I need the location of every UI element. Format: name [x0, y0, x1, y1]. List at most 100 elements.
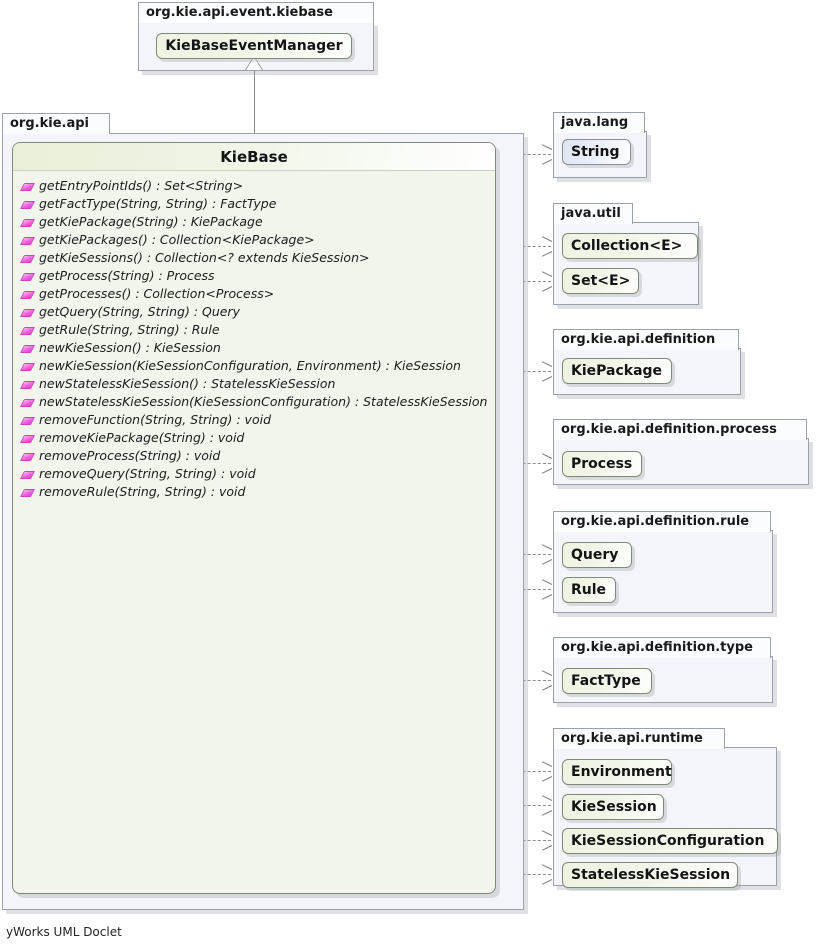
class-member-row[interactable]: getRule(String, String) : Rule — [13, 321, 495, 339]
class-member-label: newKieSession() : KieSession — [39, 340, 221, 355]
class-members-list: getEntryPointIds() : Set<String>getFactT… — [13, 171, 495, 505]
method-diamond-icon — [21, 234, 34, 247]
dependency-line — [497, 874, 551, 875]
open-arrow-icon — [541, 149, 551, 160]
dependency-line — [497, 463, 551, 464]
class-member-row[interactable]: removeRule(String, String) : void — [13, 483, 495, 501]
class-member-label: getRule(String, String) : Rule — [39, 322, 220, 337]
method-diamond-icon — [21, 396, 34, 409]
dependency-line — [497, 246, 551, 247]
method-diamond-icon — [21, 252, 34, 265]
node-kiepackage[interactable]: KiePackage — [562, 358, 672, 384]
hollow-triangle-icon — [246, 57, 262, 70]
class-member-row[interactable]: removeProcess(String) : void — [13, 447, 495, 465]
open-arrow-icon — [541, 366, 551, 377]
class-member-label: removeQuery(String, String) : void — [39, 466, 256, 481]
open-arrow-icon — [541, 869, 551, 880]
class-member-row[interactable]: getQuery(String, String) : Query — [13, 303, 495, 321]
method-diamond-icon — [21, 450, 34, 463]
open-arrow-icon — [541, 549, 551, 560]
class-member-row[interactable]: getEntryPointIds() : Set<String> — [13, 177, 495, 195]
open-arrow-icon — [541, 800, 551, 811]
method-diamond-icon — [21, 378, 34, 391]
package-label-org-kie-api-definition-rule: org.kie.api.definition.rule — [553, 511, 771, 532]
class-title-kiebase: KieBase — [13, 143, 495, 171]
class-member-label: newKieSession(KieSessionConfiguration, E… — [39, 358, 461, 373]
node-sete[interactable]: Set<E> — [562, 268, 639, 294]
class-member-label: removeRule(String, String) : void — [39, 484, 246, 499]
method-diamond-icon — [21, 198, 34, 211]
method-diamond-icon — [21, 216, 34, 229]
package-label-org-kie-api-definition-type: org.kie.api.definition.type — [553, 637, 771, 658]
package-label-java-lang: java.lang — [553, 112, 645, 133]
open-arrow-icon — [541, 241, 551, 252]
package-label-org-kie-api-runtime: org.kie.api.runtime — [553, 728, 725, 749]
node-kiebaseeventmanager[interactable]: KieBaseEventManager — [156, 33, 352, 59]
method-diamond-icon — [21, 270, 34, 283]
class-box-kiebase[interactable]: KieBase getEntryPointIds() : Set<String>… — [12, 142, 496, 894]
method-diamond-icon — [21, 342, 34, 355]
method-diamond-icon — [21, 306, 34, 319]
class-member-row[interactable]: removeQuery(String, String) : void — [13, 465, 495, 483]
class-member-row[interactable]: newKieSession(KieSessionConfiguration, E… — [13, 357, 495, 375]
class-member-row[interactable]: newStatelessKieSession() : StatelessKieS… — [13, 375, 495, 393]
class-member-label: newStatelessKieSession() : StatelessKieS… — [39, 376, 336, 391]
dependency-line — [497, 805, 551, 806]
class-member-label: getKiePackages() : Collection<KiePackage… — [39, 232, 315, 247]
method-diamond-icon — [21, 324, 34, 337]
open-arrow-icon — [541, 766, 551, 777]
open-arrow-icon — [541, 276, 551, 287]
node-query[interactable]: Query — [562, 542, 632, 568]
method-diamond-icon — [21, 414, 34, 427]
method-diamond-icon — [21, 288, 34, 301]
dependency-line — [497, 680, 551, 681]
dependency-line — [497, 589, 551, 590]
class-member-row[interactable]: newStatelessKieSession(KieSessionConfigu… — [13, 393, 495, 411]
class-member-row[interactable]: newKieSession() : KieSession — [13, 339, 495, 357]
class-member-label: getKieSessions() : Collection<? extends … — [39, 250, 370, 265]
class-member-label: getProcess(String) : Process — [39, 268, 215, 283]
dependency-line — [497, 371, 551, 372]
node-process[interactable]: Process — [562, 451, 642, 477]
class-member-label: removeKiePackage(String) : void — [39, 430, 245, 445]
class-member-row[interactable]: getKiePackage(String) : KiePackage — [13, 213, 495, 231]
open-arrow-icon — [541, 458, 551, 469]
dependency-line — [497, 154, 551, 155]
package-label-org-kie-api: org.kie.api — [2, 113, 110, 134]
class-member-row[interactable]: removeKiePackage(String) : void — [13, 429, 495, 447]
package-label-event-kiebase: org.kie.api.event.kiebase — [138, 2, 374, 23]
node-string[interactable]: String — [562, 139, 631, 165]
package-label-org-kie-api-definition: org.kie.api.definition — [553, 329, 739, 350]
class-member-row[interactable]: getKiePackages() : Collection<KiePackage… — [13, 231, 495, 249]
node-statelesskiesession[interactable]: StatelessKieSession — [562, 862, 738, 888]
package-label-org-kie-api-definition-process: org.kie.api.definition.process — [553, 419, 807, 440]
class-member-label: getProcesses() : Collection<Process> — [39, 286, 275, 301]
method-diamond-icon — [21, 486, 34, 499]
class-member-row[interactable]: getKieSessions() : Collection<? extends … — [13, 249, 495, 267]
method-diamond-icon — [21, 180, 34, 193]
class-member-label: getFactType(String, String) : FactType — [39, 196, 277, 211]
class-member-row[interactable]: getProcesses() : Collection<Process> — [13, 285, 495, 303]
node-environment[interactable]: Environment — [562, 759, 672, 785]
class-member-row[interactable]: getFactType(String, String) : FactType — [13, 195, 495, 213]
node-facttype[interactable]: FactType — [562, 668, 652, 694]
dependency-line — [497, 840, 551, 841]
generalization-line — [254, 70, 255, 142]
class-member-label: getQuery(String, String) : Query — [39, 304, 240, 319]
node-kiesession[interactable]: KieSession — [562, 794, 664, 820]
diagram-footer-label: yWorks UML Doclet — [6, 925, 122, 939]
class-member-row[interactable]: removeFunction(String, String) : void — [13, 411, 495, 429]
node-rule[interactable]: Rule — [562, 577, 616, 603]
class-member-label: removeFunction(String, String) : void — [39, 412, 272, 427]
node-kiesessionconfiguration[interactable]: KieSessionConfiguration — [562, 828, 778, 854]
node-collectione[interactable]: Collection<E> — [562, 233, 698, 259]
class-member-label: getKiePackage(String) : KiePackage — [39, 214, 263, 229]
class-member-label: newStatelessKieSession(KieSessionConfigu… — [39, 394, 488, 409]
class-member-row[interactable]: getProcess(String) : Process — [13, 267, 495, 285]
open-arrow-icon — [541, 835, 551, 846]
open-arrow-icon — [541, 675, 551, 686]
class-member-label: removeProcess(String) : void — [39, 448, 221, 463]
method-diamond-icon — [21, 468, 34, 481]
dependency-line — [497, 771, 551, 772]
open-arrow-icon — [541, 584, 551, 595]
